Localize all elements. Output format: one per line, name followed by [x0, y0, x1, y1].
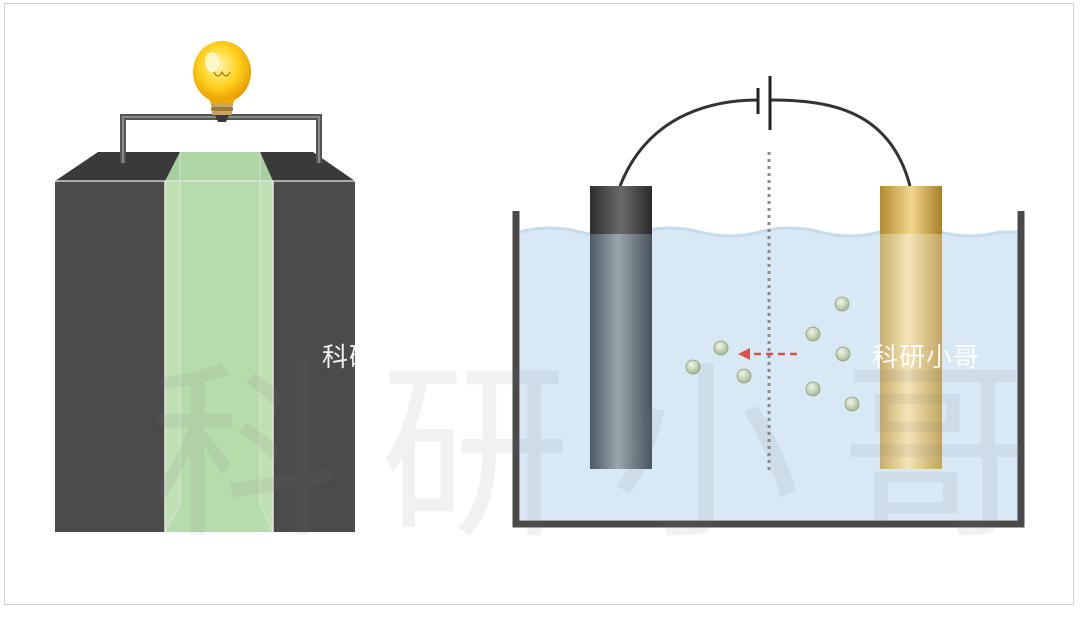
membrane-edge-left — [164, 504, 181, 533]
wire-right — [769, 98, 912, 187]
ion — [736, 368, 752, 384]
wire-left — [618, 98, 759, 187]
electrolysis-tank — [512, 76, 1025, 528]
cell-right-block — [273, 181, 355, 532]
watermark-large: 科研小哥 — [150, 344, 1071, 565]
ion — [805, 381, 821, 397]
tank-walls — [512, 211, 1025, 528]
membrane-inner — [165, 152, 273, 532]
ion — [805, 326, 821, 342]
watermark-right: 科研小哥 — [872, 343, 981, 373]
electrode-right — [880, 186, 942, 469]
watermark-left: 科研小哥 — [322, 343, 431, 373]
ions — [685, 296, 860, 412]
ion — [835, 346, 851, 362]
ion — [713, 340, 729, 356]
ion — [844, 396, 860, 412]
cell-left-block — [55, 181, 165, 532]
membrane-edge-right — [259, 504, 274, 533]
electrode-left — [590, 186, 652, 469]
light-bulb-icon — [193, 41, 251, 122]
battery-symbol-icon — [756, 76, 772, 130]
membrane-cell — [55, 152, 355, 533]
ion — [834, 296, 850, 312]
ion — [685, 359, 701, 375]
image-frame — [4, 3, 1074, 605]
ion-migration-arrow — [738, 348, 797, 360]
